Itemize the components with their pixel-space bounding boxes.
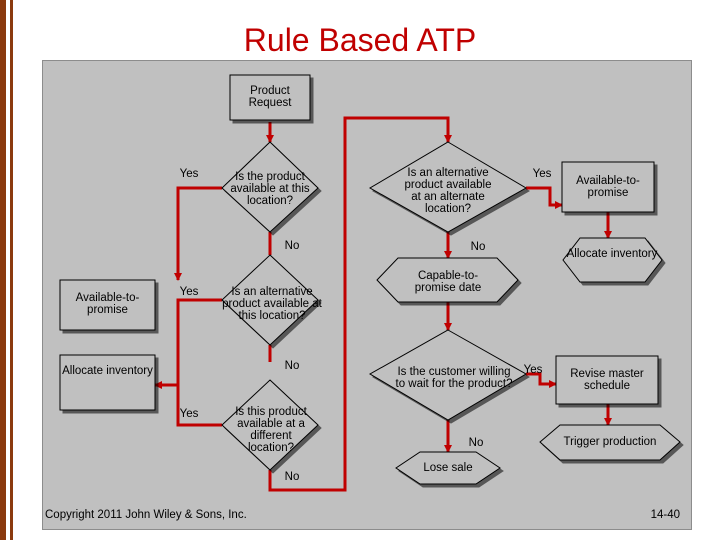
label-yes-q2: Yes: [179, 286, 199, 298]
box-atp-left: [59, 279, 156, 331]
label-q-product-here: Is the product available at this locatio…: [230, 171, 310, 207]
label-q-other-location: Is this product available at a different…: [235, 406, 307, 454]
label-q-customer-wait: Is the customer willing to wait for the …: [395, 366, 513, 390]
box-atp-right: [561, 161, 655, 213]
decision-other-location: [221, 379, 319, 471]
page-number: 14-40: [650, 509, 680, 521]
label-yes-q3: Yes: [179, 408, 199, 420]
label-lose-sale: Lose sale: [423, 462, 473, 474]
label-atp-right: Available-to-promise: [576, 175, 640, 199]
box-capable-to-promise: [376, 257, 519, 303]
label-no-q3: No: [284, 471, 300, 483]
decision-product-here: [221, 141, 319, 233]
box-allocate-left: [59, 354, 156, 411]
connector-q3-no: [268, 116, 452, 492]
box-revise-schedule: [555, 355, 659, 405]
label-no-q5: No: [468, 437, 484, 449]
slide-title: Rule Based ATP: [243, 22, 477, 58]
label-yes-q1: Yes: [179, 168, 199, 180]
label-no-q2: No: [284, 360, 300, 372]
label-q-alt-here: Is an alternative product available at t…: [222, 286, 322, 322]
label-capable-to-promise: Capable-to-promise date: [414, 270, 482, 294]
decision-alt-here: [221, 254, 319, 346]
box-lose-sale: [395, 451, 501, 485]
label-yes-q5: Yes: [523, 364, 543, 376]
box-allocate-right: [562, 237, 663, 283]
left-stripe-inner: [10, 0, 13, 540]
connector-q1-yes: [174, 186, 222, 281]
label-allocate-left: Allocate inventory: [62, 365, 153, 377]
label-no-q4: No: [470, 241, 486, 253]
label-trigger-production: Trigger production: [563, 436, 657, 448]
label-no-q1: No: [284, 240, 300, 252]
box-product-request: [229, 74, 311, 121]
connector-q3-yes: [176, 385, 222, 427]
connector-q4-yes: [526, 186, 563, 209]
connector-q5-yes: [526, 372, 557, 388]
label-revise-schedule: Revise master schedule: [570, 368, 644, 392]
decision-alt-other: [368, 141, 528, 233]
box-trigger-production: [539, 424, 681, 461]
label-allocate-right: Allocate inventory: [566, 248, 658, 260]
left-stripe-outer: [0, 0, 6, 540]
label-q-alt-other: Is an alternative product available at a…: [404, 167, 492, 215]
connector-q2-yes: [154, 298, 222, 389]
label-product-request: Product Request: [248, 85, 292, 109]
copyright-text: Copyright 2011 John Wiley & Sons, Inc.: [45, 509, 247, 521]
decision-customer-wait: [368, 329, 528, 421]
label-yes-q4: Yes: [532, 168, 552, 180]
label-atp-left: Available-to-promise: [75, 292, 140, 316]
